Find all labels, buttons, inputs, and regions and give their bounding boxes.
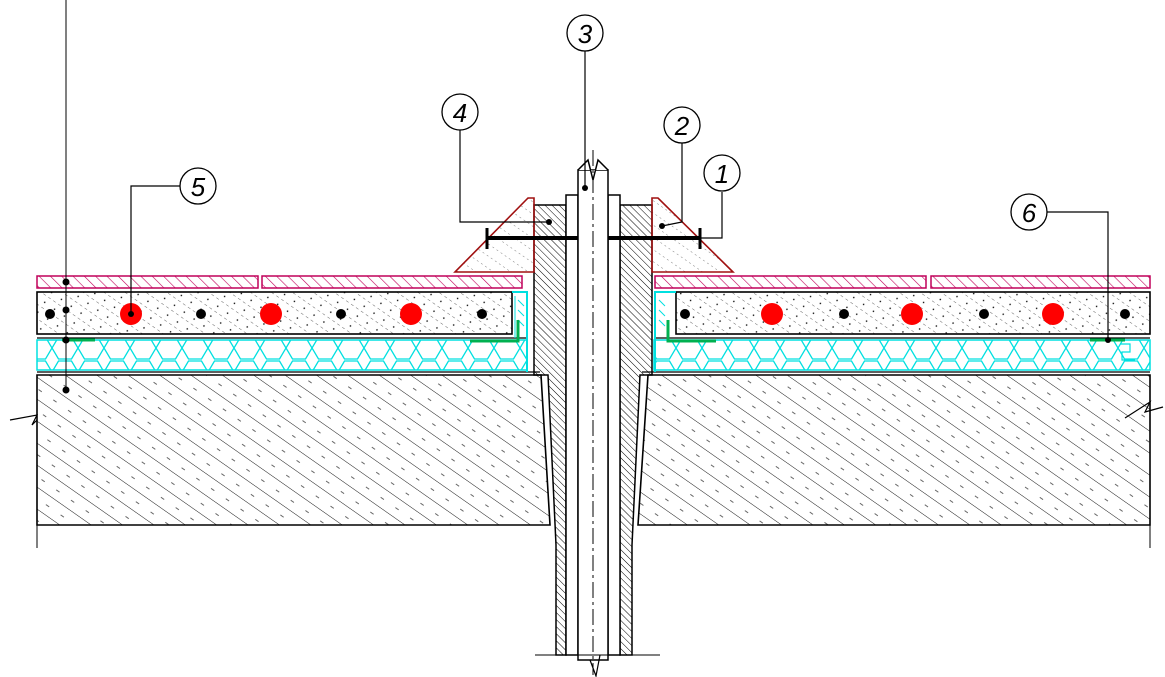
floor-covering-right-1 (654, 275, 927, 289)
rebar (680, 309, 690, 319)
heating-pipe (400, 303, 422, 325)
callout-label-5: 5 (191, 172, 206, 202)
collar-left (453, 197, 535, 273)
callout-label-6: 6 (1022, 198, 1037, 228)
floor-covering-left-1 (36, 275, 259, 289)
sealing-collar (453, 197, 735, 273)
callout-label-4: 4 (453, 98, 467, 128)
pipe-wall-left (565, 194, 579, 656)
layer-leader (62, 0, 70, 394)
heating-pipe (761, 303, 783, 325)
collar-right (651, 197, 735, 273)
rebar (196, 309, 206, 319)
insulation-left (36, 339, 528, 371)
callout-label-1: 1 (715, 159, 729, 189)
rebar (979, 309, 989, 319)
pipe-penetration (533, 150, 660, 677)
callout-3: 3 (566, 14, 604, 52)
callout-label-3: 3 (578, 19, 593, 49)
right-floor-assembly (637, 275, 1164, 548)
heating-pipe (1042, 303, 1064, 325)
damp-proof-right (666, 320, 716, 343)
callout-circle-icon (179, 167, 217, 205)
callout-1: 1 (703, 154, 741, 192)
heating-pipe (260, 303, 282, 325)
pipe-wall-right (607, 194, 621, 656)
callout-label-2: 2 (674, 111, 690, 141)
callout-5: 5 (179, 167, 217, 205)
break-line-icon (1124, 400, 1164, 419)
rebar (839, 309, 849, 319)
concrete-slab-right (637, 374, 1151, 526)
rebar (336, 309, 346, 319)
break-line-icon (9, 414, 39, 426)
callout-circle-icon (1010, 193, 1048, 231)
callout-6: 6 (1010, 193, 1048, 231)
heating-pipe (901, 303, 923, 325)
left-floor-assembly (9, 275, 551, 548)
rebar (477, 309, 487, 319)
concrete-slab-left (36, 374, 551, 526)
callout-circle-icon (566, 14, 604, 52)
callout-leaders (128, 51, 1111, 343)
break-line-icon (589, 654, 601, 677)
callout-4: 4 (441, 93, 479, 131)
rebar (1120, 309, 1130, 319)
damp-proof-left (470, 320, 520, 343)
floor-covering-right-2 (930, 275, 1151, 289)
callout-circle-icon (441, 93, 479, 131)
insulation-right (653, 339, 1151, 371)
rebar (45, 309, 55, 319)
callout-2: 2 (663, 106, 701, 144)
callout-circle-icon (703, 154, 741, 192)
floor-covering-left-2 (261, 275, 523, 289)
callout-circle-icon (663, 106, 701, 144)
